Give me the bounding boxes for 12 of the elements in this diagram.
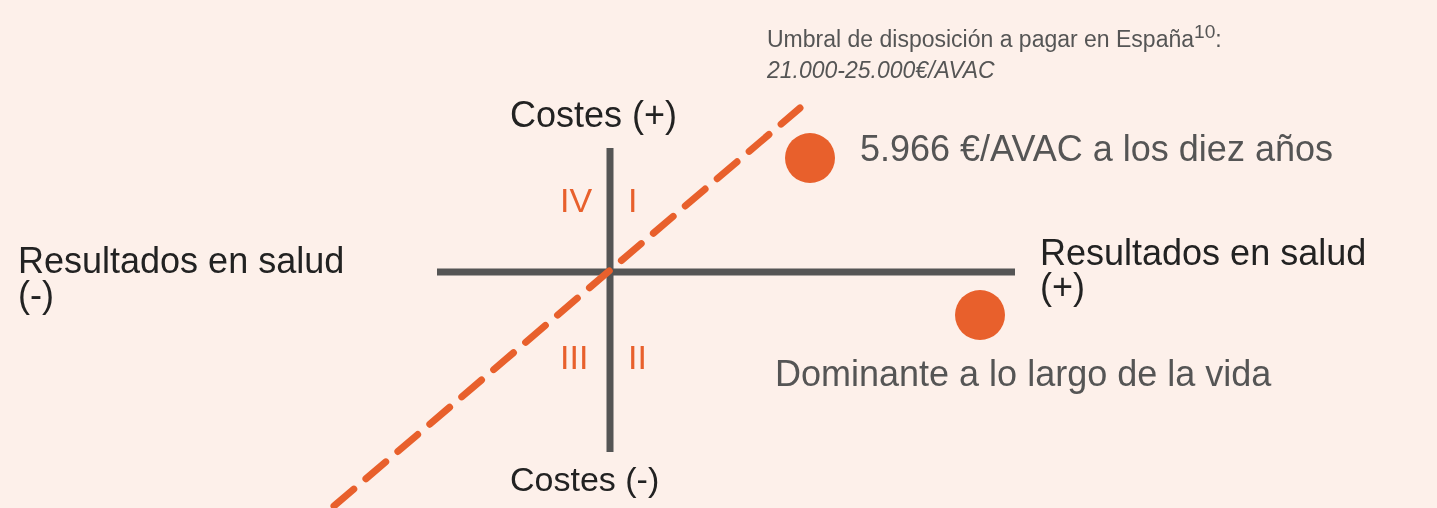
quadrant-number: II bbox=[628, 340, 647, 376]
axis-label: Resultados en salud (+) bbox=[1040, 236, 1368, 305]
axis-label: Costes (-) bbox=[510, 462, 660, 498]
quadrant-number: IV bbox=[560, 183, 593, 219]
point-label: Dominante a lo largo de la vida bbox=[775, 355, 1272, 393]
threshold-value: 21.000-25.000€/AVAC bbox=[767, 58, 995, 83]
point-label: 5.966 €/AVAC a los diez años bbox=[860, 130, 1333, 168]
quadrant-number: III bbox=[560, 340, 589, 376]
threshold-note: Umbral de disposición a pagar en España$^{10}$: bbox=[767, 22, 1222, 51]
axis-label: Resultados en salud (-) bbox=[18, 244, 346, 313]
axis-label: Costes (+) bbox=[510, 96, 678, 134]
quadrant-number: I bbox=[628, 183, 638, 219]
